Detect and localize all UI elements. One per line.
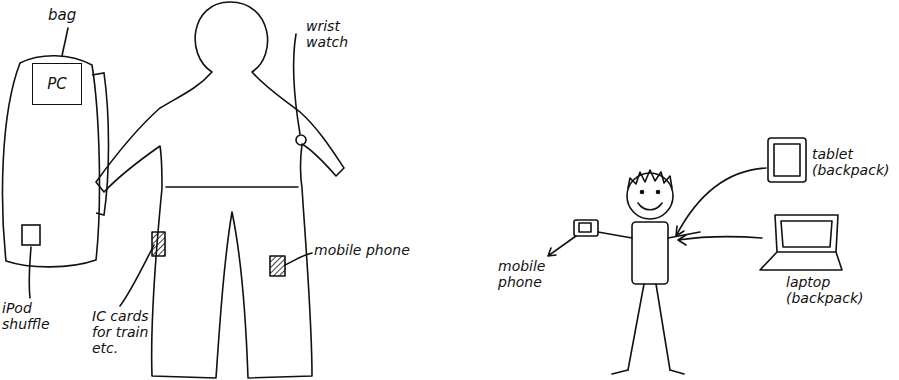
- part-label: iPod shuffle: [2, 300, 66, 332]
- leader-arrow: [548, 236, 576, 256]
- belt-line: [166, 186, 298, 188]
- bag-label: bag: [48, 7, 76, 24]
- ipod-shape: [22, 225, 40, 245]
- leader-line: [293, 34, 300, 134]
- tablet-device: [768, 138, 806, 182]
- stick-arm: [598, 232, 632, 238]
- part-label: wrist watch: [306, 18, 366, 50]
- ic-card: [152, 232, 165, 256]
- part-label: tablet (backpack): [812, 146, 896, 178]
- stick-foot: [612, 370, 628, 374]
- part-label: IC cards for train etc.: [92, 308, 170, 356]
- leader-arrow: [678, 235, 762, 245]
- laptop-device: [760, 215, 842, 270]
- stick-leg: [656, 284, 670, 370]
- phone-screen: [579, 223, 591, 232]
- leader-line: [285, 253, 312, 265]
- pc-box: PC: [32, 63, 82, 105]
- bag-outline-path: [3, 56, 100, 267]
- leader-line: [62, 28, 68, 56]
- smile: [638, 203, 662, 210]
- right-phone: [574, 220, 598, 236]
- leader-line: [120, 245, 154, 306]
- leader-arrow: [676, 168, 766, 236]
- part-label: mobile phone: [314, 242, 424, 258]
- bag-strap: [92, 73, 109, 215]
- pc-label: PC: [47, 76, 67, 93]
- tablet-screen: [774, 144, 800, 176]
- leader-line: [29, 247, 31, 298]
- eye: [641, 191, 644, 194]
- stick-foot: [670, 370, 684, 374]
- stick-body: [632, 222, 668, 284]
- part-label: mobile phone: [498, 258, 560, 290]
- part-label: laptop (backpack): [786, 274, 896, 306]
- stick-head: [627, 173, 673, 219]
- eye: [657, 191, 660, 194]
- left-phone: [270, 256, 285, 276]
- stick-leg: [628, 284, 644, 370]
- wrist-watch: [296, 135, 306, 145]
- bag-shape: bagPC: [0, 55, 108, 270]
